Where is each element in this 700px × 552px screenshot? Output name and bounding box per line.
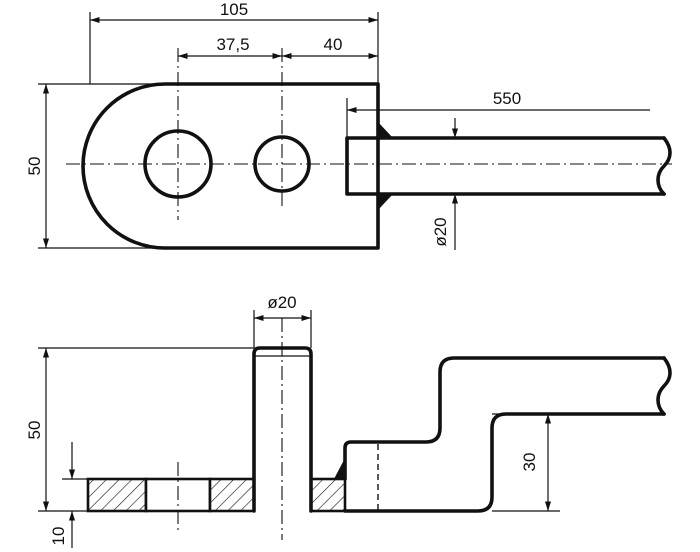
dim-label-10: 10 bbox=[49, 527, 68, 546]
plate-section-2 bbox=[208, 477, 256, 513]
plate-section-3 bbox=[309, 477, 347, 513]
dim-label-50-front: 50 bbox=[25, 421, 44, 440]
dim-label-105: 105 bbox=[220, 0, 248, 19]
dim-label-550: 550 bbox=[493, 89, 521, 108]
dim-label-40: 40 bbox=[324, 35, 343, 54]
plate-outline bbox=[81, 82, 380, 250]
bent-rod-outline bbox=[343, 412, 666, 513]
top-view: 105 37,5 40 550 50 ø20 bbox=[25, 0, 672, 250]
dim-label-30: 30 bbox=[520, 453, 539, 472]
weld-top bbox=[378, 122, 393, 138]
dim-label-pin-dia: ø20 bbox=[267, 293, 296, 312]
plate-section-1 bbox=[86, 477, 148, 513]
weld-front bbox=[334, 458, 345, 479]
weld-bottom bbox=[378, 194, 393, 210]
dim-label-rod-dia: ø20 bbox=[431, 217, 450, 246]
rod-break bbox=[656, 136, 672, 196]
dim-label-50-top: 50 bbox=[25, 157, 44, 176]
rod-outline bbox=[345, 136, 666, 196]
dim-label-37-5: 37,5 bbox=[216, 35, 249, 54]
bent-rod-upper bbox=[343, 356, 666, 481]
rod-break-front bbox=[656, 356, 672, 416]
front-view: ø20 50 30 10 bbox=[25, 293, 672, 548]
